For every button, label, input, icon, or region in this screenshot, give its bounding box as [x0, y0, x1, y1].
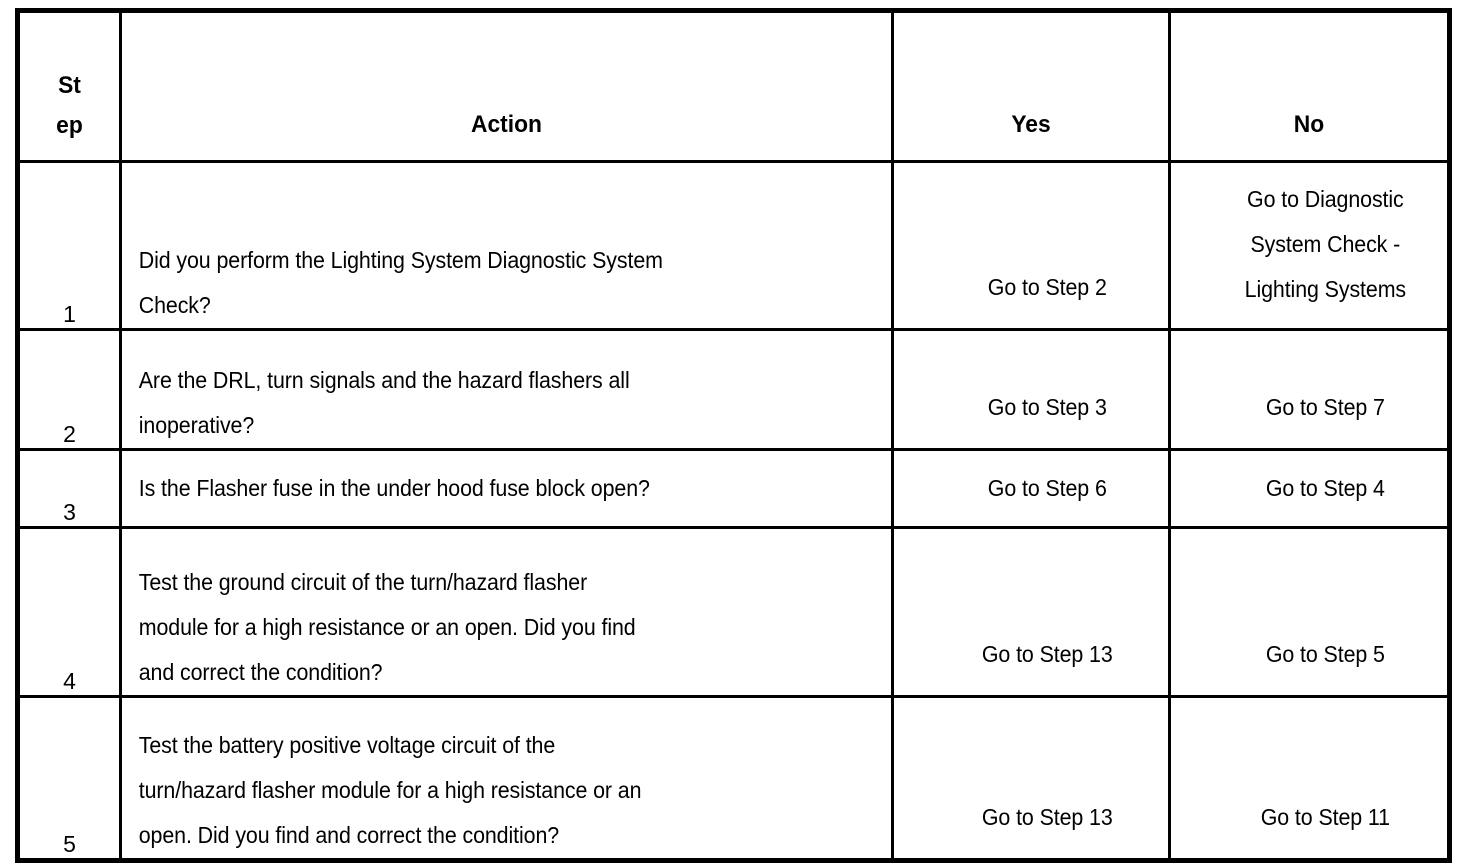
yes-text: Go to Step 3: [905, 385, 1190, 448]
action-line: Is the Flasher fuse in the under hood fu…: [138, 475, 650, 501]
no-text: Go to Step 7: [1182, 385, 1469, 448]
column-header-no-label: No: [1293, 111, 1325, 138]
table-header: St ep Action Yes No: [16, 9, 1451, 163]
yes-line: Go to Step 13: [981, 804, 1113, 830]
table-row: 1 Did you perform the Lighting System Di…: [16, 160, 1451, 331]
action-line: and correct the condition?: [138, 659, 383, 685]
step-cell: 5: [16, 695, 122, 862]
action-line: Are the DRL, turn signals and the hazard…: [138, 367, 630, 393]
no-cell: Go to Step 4: [1168, 448, 1451, 529]
table-row: 3 Is the Flasher fuse in the under hood …: [16, 448, 1451, 529]
action-text: Did you perform the Lighting System Diag…: [122, 218, 917, 328]
column-header-action: Action: [119, 9, 894, 163]
yes-cell: Go to Step 13: [891, 695, 1171, 862]
action-cell: Test the ground circuit of the turn/haza…: [119, 526, 894, 698]
action-line: Test the ground circuit of the turn/haza…: [138, 569, 588, 595]
column-header-step: St ep: [16, 9, 122, 163]
column-header-yes: Yes: [891, 9, 1171, 163]
no-line: Go to Step 7: [1265, 394, 1385, 420]
step-cell: 1: [16, 160, 122, 331]
action-text: Is the Flasher fuse in the under hood fu…: [122, 466, 917, 511]
column-header-step-label: St ep: [22, 66, 116, 160]
step-number: 3: [63, 499, 76, 525]
action-text: Test the battery positive voltage circui…: [122, 703, 917, 858]
action-cell: Are the DRL, turn signals and the hazard…: [119, 328, 894, 451]
action-cell: Is the Flasher fuse in the under hood fu…: [119, 448, 894, 529]
action-cell: Test the battery positive voltage circui…: [119, 695, 894, 862]
table-row: 2 Are the DRL, turn signals and the haza…: [16, 328, 1451, 451]
yes-line: Go to Step 2: [987, 274, 1107, 300]
action-text: Are the DRL, turn signals and the hazard…: [122, 338, 917, 448]
no-line: Lighting Systems: [1244, 276, 1407, 302]
step-cell: 2: [16, 328, 122, 451]
no-line: Go to Step 11: [1260, 804, 1390, 830]
no-cell: Go to Step 11: [1168, 695, 1451, 862]
yes-cell: Go to Step 13: [891, 526, 1171, 698]
no-text: Go to Step 5: [1182, 632, 1469, 695]
no-line: System Check -: [1250, 231, 1401, 257]
action-cell: Did you perform the Lighting System Diag…: [119, 160, 894, 331]
no-line: Go to Step 4: [1265, 475, 1385, 501]
no-cell: Go to Step 5: [1168, 526, 1451, 698]
yes-line: Go to Step 6: [987, 475, 1107, 501]
action-line: inoperative?: [138, 412, 255, 438]
yes-text: Go to Step 6: [905, 466, 1190, 511]
action-line: module for a high resistance or an open.…: [138, 614, 636, 640]
step-number: 5: [63, 831, 76, 857]
no-text: Go to Step 4: [1182, 466, 1469, 511]
no-cell: Go to Step 7: [1168, 328, 1451, 451]
no-line: Go to Diagnostic: [1247, 186, 1404, 212]
column-header-action-label: Action: [471, 111, 542, 138]
column-header-step-line2: ep: [56, 112, 83, 139]
step-number: 2: [63, 421, 76, 447]
column-header-yes-label: Yes: [1011, 111, 1051, 138]
yes-text: Go to Step 13: [905, 632, 1190, 695]
table-row: 4 Test the ground circuit of the turn/ha…: [16, 526, 1451, 698]
action-line: open. Did you find and correct the condi…: [138, 822, 560, 848]
column-header-no: No: [1168, 9, 1451, 163]
yes-text: Go to Step 2: [905, 265, 1190, 328]
action-line: Test the battery positive voltage circui…: [138, 732, 556, 758]
step-cell: 4: [16, 526, 122, 698]
no-text: Go to Step 11: [1182, 795, 1469, 858]
yes-cell: Go to Step 2: [891, 160, 1171, 331]
table-header-row: St ep Action Yes No: [16, 9, 1451, 163]
action-line: turn/hazard flasher module for a high re…: [138, 777, 642, 803]
action-line: Did you perform the Lighting System Diag…: [138, 247, 663, 273]
yes-line: Go to Step 3: [987, 394, 1107, 420]
action-line: Check?: [138, 292, 211, 318]
yes-line: Go to Step 13: [981, 641, 1113, 667]
step-number: 4: [63, 668, 76, 694]
table-body: 1 Did you perform the Lighting System Di…: [16, 160, 1451, 862]
no-line: Go to Step 5: [1265, 641, 1385, 667]
yes-cell: Go to Step 6: [891, 448, 1171, 529]
step-cell: 3: [16, 448, 122, 529]
yes-text: Go to Step 13: [905, 795, 1190, 858]
table-row: 5 Test the battery positive voltage circ…: [16, 695, 1451, 862]
yes-cell: Go to Step 3: [891, 328, 1171, 451]
step-number: 1: [63, 301, 76, 327]
column-header-step-line1: St: [58, 72, 81, 99]
action-text: Test the ground circuit of the turn/haza…: [122, 540, 917, 695]
